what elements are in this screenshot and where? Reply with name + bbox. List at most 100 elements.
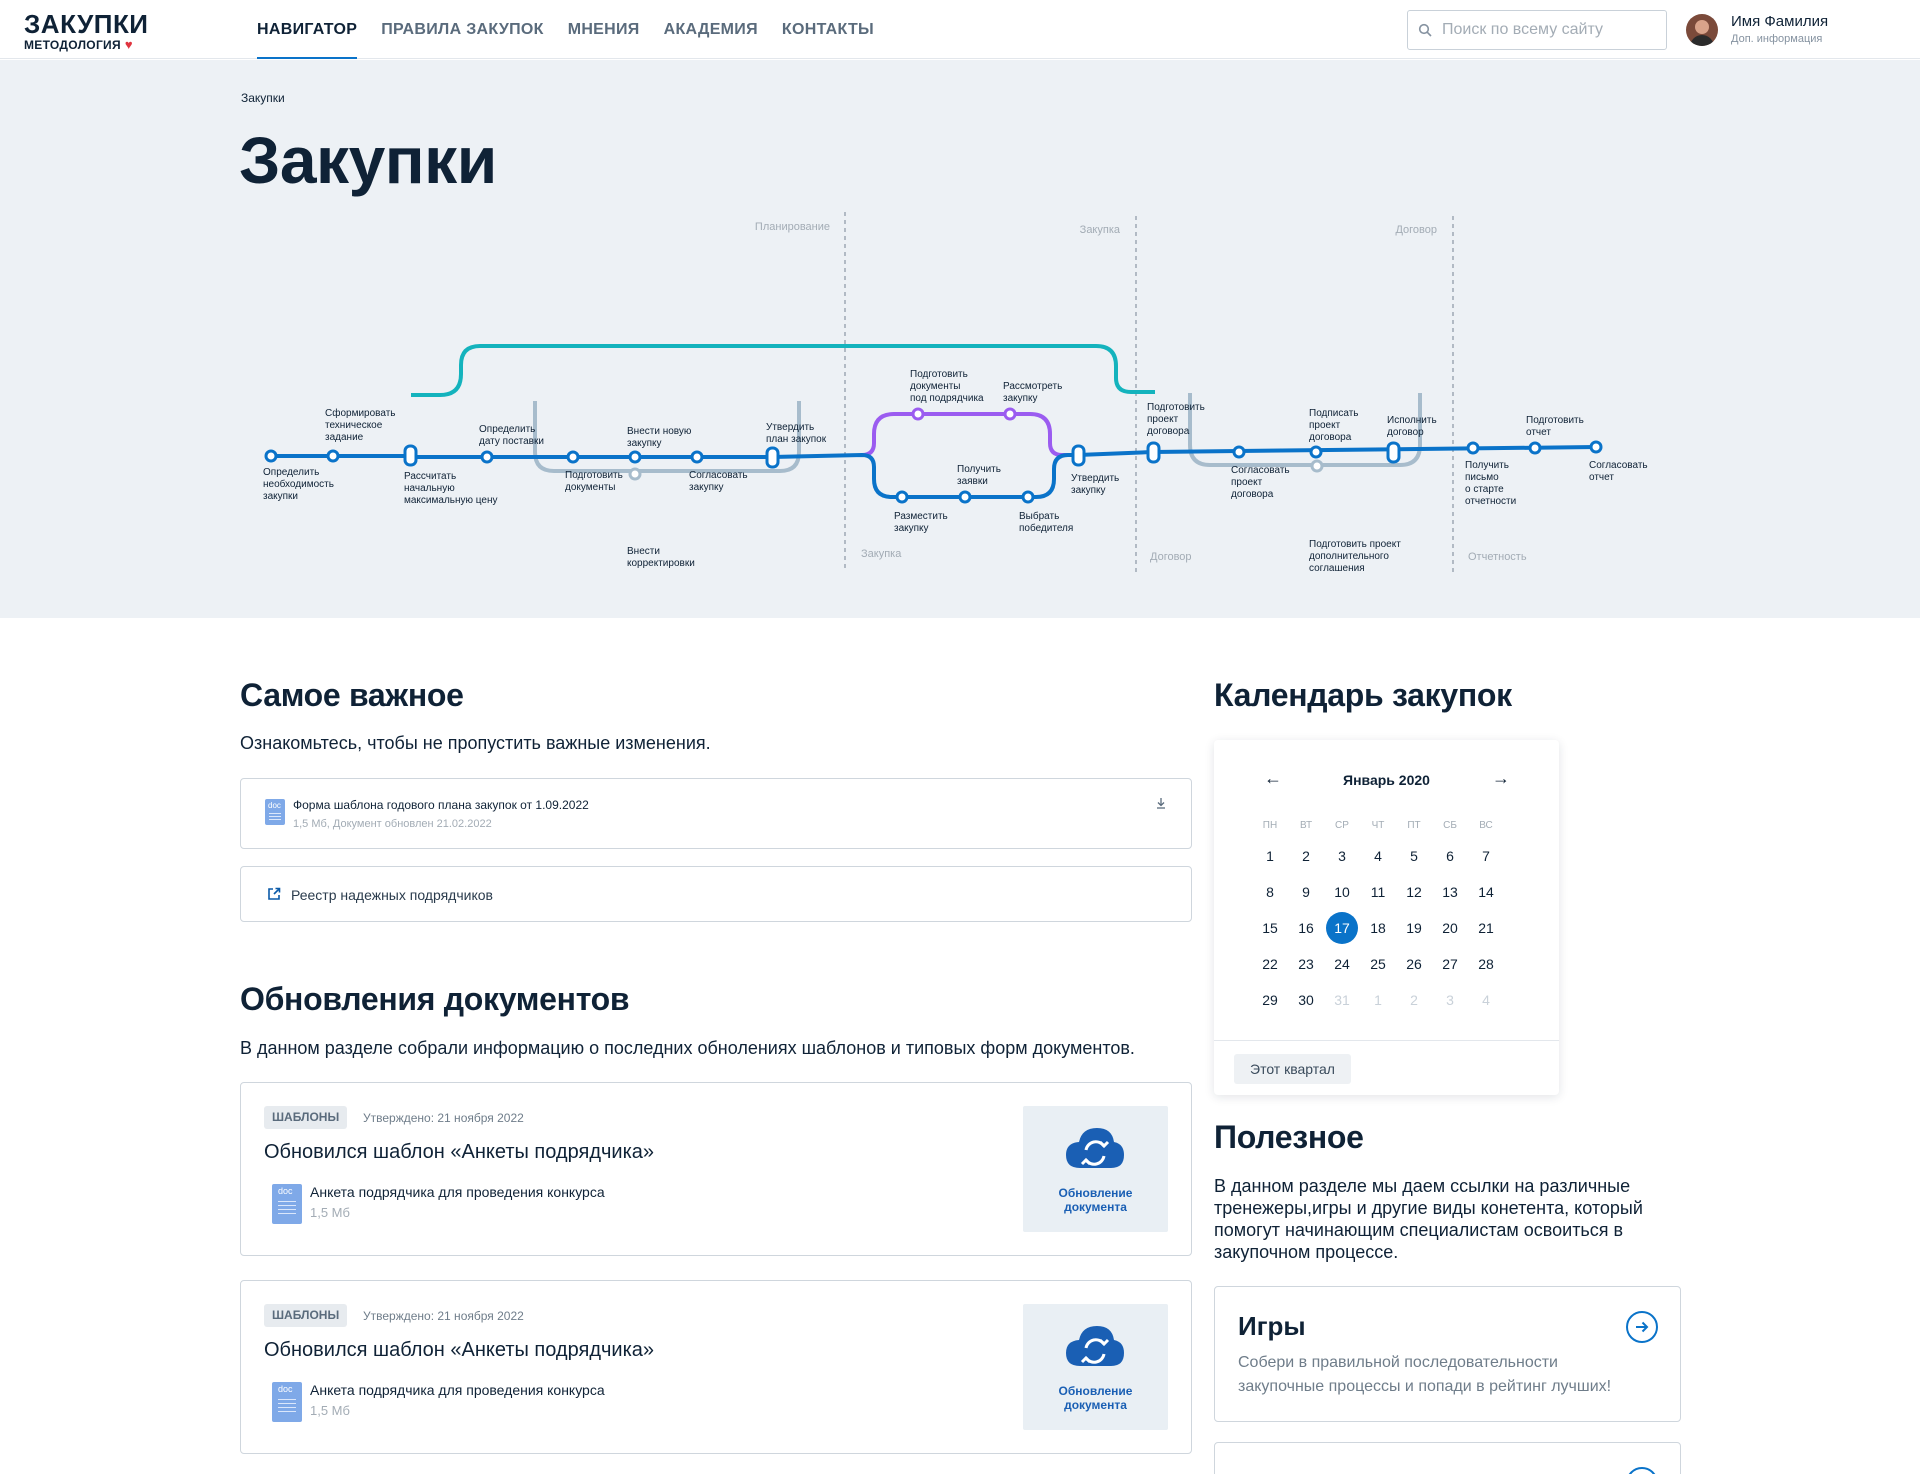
calendar-day[interactable]: 21 bbox=[1478, 920, 1494, 936]
calendar-day[interactable]: 6 bbox=[1446, 848, 1454, 864]
calendar-day[interactable]: 4 bbox=[1374, 848, 1382, 864]
calendar-day[interactable]: 24 bbox=[1334, 956, 1350, 972]
calendar-day[interactable]: 14 bbox=[1478, 884, 1494, 900]
registry-link-label: Реестр надежных подрядчиков bbox=[291, 887, 493, 903]
useful-card-next[interactable] bbox=[1214, 1442, 1681, 1474]
update-file-name[interactable]: Анкета подрядчика для проведения конкурс… bbox=[310, 1184, 605, 1200]
calendar-day[interactable]: 12 bbox=[1406, 884, 1422, 900]
important-doc-card[interactable]: doc Форма шаблона годового плана закупок… bbox=[240, 778, 1192, 849]
calendar-day[interactable]: 19 bbox=[1406, 920, 1422, 936]
weekday-label: ВС bbox=[1479, 820, 1493, 831]
calendar-day[interactable]: 13 bbox=[1442, 884, 1458, 900]
calendar-day[interactable]: 18 bbox=[1370, 920, 1386, 936]
calendar-day[interactable]: 4 bbox=[1482, 992, 1490, 1008]
updates-desc: В данном разделе собрали информацию о по… bbox=[240, 1038, 1135, 1058]
important-desc: Ознакомьтесь, чтобы не пропустить важные… bbox=[240, 733, 711, 753]
logo-title[interactable]: ЗАКУПКИ bbox=[24, 9, 149, 39]
station-s7 bbox=[690, 450, 704, 464]
updates-title: Обновления документов bbox=[240, 981, 630, 1017]
update-tag: ШАБЛОНЫ bbox=[264, 1106, 348, 1129]
arrow-right-icon[interactable]: → bbox=[1492, 768, 1510, 788]
station-s18 bbox=[1309, 445, 1323, 459]
station-s23 bbox=[1589, 440, 1603, 454]
calendar-day[interactable]: 10 bbox=[1334, 884, 1350, 900]
update-tag: ШАБЛОНЫ bbox=[264, 1304, 348, 1327]
update-title: Обновился шаблон «Анкеты подрядчика» bbox=[264, 1339, 655, 1361]
contractors-registry-link[interactable]: Реестр надежных подрядчиков bbox=[240, 866, 1192, 922]
arrow-circle-right-icon[interactable] bbox=[1626, 1311, 1658, 1343]
calendar-day[interactable]: 30 bbox=[1298, 992, 1314, 1008]
calendar-day[interactable]: 31 bbox=[1334, 992, 1350, 1008]
nav-item-academy[interactable]: АКАДЕМИЯ bbox=[663, 21, 758, 38]
calendar-day[interactable]: 8 bbox=[1266, 884, 1274, 900]
zone-label-planning: Планирование bbox=[755, 221, 830, 233]
calendar-day[interactable]: 16 bbox=[1298, 920, 1314, 936]
calendar-day[interactable]: 28 bbox=[1478, 956, 1494, 972]
station-s9 bbox=[765, 446, 780, 469]
calendar-day[interactable]: 3 bbox=[1446, 992, 1454, 1008]
arrow-circle-right-icon[interactable] bbox=[1626, 1467, 1658, 1474]
calendar-day[interactable]: 27 bbox=[1442, 956, 1458, 972]
calendar-day[interactable]: 11 bbox=[1370, 884, 1386, 900]
nav-item-opinions[interactable]: МНЕНИЯ bbox=[567, 21, 640, 38]
calendar-day[interactable]: 17 bbox=[1326, 912, 1358, 944]
doc-icon: doc bbox=[265, 799, 285, 825]
station-s3 bbox=[403, 444, 418, 467]
calendar-day[interactable]: 23 bbox=[1298, 956, 1314, 972]
doc-meta: 1,5 Мб, Документ обновлен 21.02.2022 bbox=[293, 818, 492, 830]
calendar-day[interactable]: 3 bbox=[1338, 848, 1346, 864]
calendar-day[interactable]: 5 bbox=[1410, 848, 1418, 864]
user-name[interactable]: Имя Фамилия bbox=[1731, 13, 1829, 30]
weekday-label: СБ bbox=[1443, 820, 1457, 831]
nav-item-contacts[interactable]: КОНТАКТЫ bbox=[781, 21, 874, 38]
calendar-day[interactable]: 1 bbox=[1266, 848, 1274, 864]
avatar[interactable] bbox=[1686, 14, 1718, 46]
calendar-day[interactable]: 9 bbox=[1302, 884, 1310, 900]
breadcrumb[interactable]: Закупки bbox=[241, 91, 285, 105]
procurement-metro-map: Планирование Закупка Договор Закупка Дог… bbox=[263, 212, 1648, 574]
station-s5 bbox=[566, 450, 580, 464]
page-title: Закупки bbox=[239, 123, 497, 197]
station-s14 bbox=[1021, 490, 1035, 504]
nav-item-navigator[interactable]: НАВИГАТОР bbox=[257, 0, 358, 59]
useful-title: Полезное bbox=[1214, 1119, 1364, 1155]
search-box[interactable] bbox=[1407, 10, 1667, 50]
calendar-day[interactable]: 15 bbox=[1262, 920, 1278, 936]
calendar-day[interactable]: 22 bbox=[1262, 956, 1278, 972]
calendar-day[interactable]: 1 bbox=[1374, 992, 1382, 1008]
useful-card-games[interactable]: Игры Собери в правильной последовательно… bbox=[1214, 1286, 1681, 1422]
calendar-day[interactable]: 2 bbox=[1410, 992, 1418, 1008]
search-input[interactable] bbox=[1442, 17, 1657, 43]
calendar-day[interactable]: 25 bbox=[1370, 956, 1386, 972]
arrow-left-icon[interactable]: ← bbox=[1264, 768, 1282, 788]
update-card[interactable]: ШАБЛОНЫ Утверждено: 21 ноября 2022 Обнов… bbox=[240, 1280, 1192, 1454]
doc-title: Форма шаблона годового плана закупок от … bbox=[293, 798, 589, 812]
calendar-day[interactable]: 2 bbox=[1302, 848, 1310, 864]
search-icon bbox=[1418, 23, 1432, 37]
update-card[interactable]: ШАБЛОНЫ Утверждено: 21 ноября 2022 Обнов… bbox=[240, 1082, 1192, 1256]
this-quarter-button[interactable]: Этот квартал bbox=[1234, 1054, 1351, 1084]
download-icon[interactable] bbox=[1155, 797, 1167, 809]
station-s19 bbox=[1386, 441, 1401, 464]
nav-item-rules[interactable]: ПРАВИЛА ЗАКУПОК bbox=[381, 21, 544, 38]
station-s6 bbox=[628, 450, 642, 464]
doc-icon: doc bbox=[272, 1382, 302, 1422]
update-file-name[interactable]: Анкета подрядчика для проведения конкурс… bbox=[310, 1382, 605, 1398]
calendar-day[interactable]: 7 bbox=[1482, 848, 1490, 864]
calendar-day[interactable]: 26 bbox=[1406, 956, 1422, 972]
calendar-day[interactable]: 29 bbox=[1262, 992, 1278, 1008]
weekday-label: ПТ bbox=[1407, 820, 1421, 831]
cloud-sync-icon bbox=[1066, 1128, 1124, 1168]
update-title: Обновился шаблон «Анкеты подрядчика» bbox=[264, 1141, 655, 1163]
calendar-day[interactable]: 20 bbox=[1442, 920, 1458, 936]
useful-desc: В данном разделе мы даем ссылки на разли… bbox=[1214, 1176, 1643, 1262]
